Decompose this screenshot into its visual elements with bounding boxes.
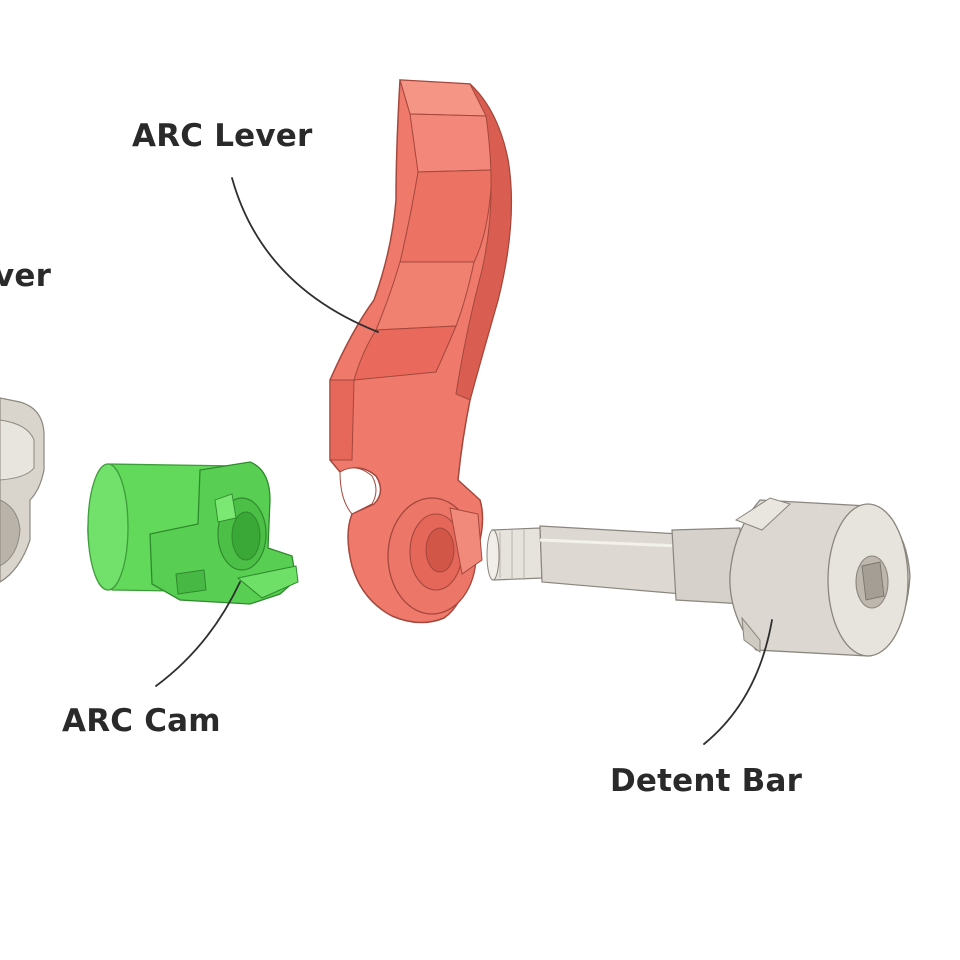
arc-lever-part <box>329 79 513 624</box>
detent-bar-leader-line <box>703 619 773 745</box>
arc-lever-leader-line <box>231 177 379 333</box>
detent-bar-part <box>486 497 911 657</box>
arc-cam-leader-line <box>155 581 241 687</box>
arc-cam-part <box>87 461 299 605</box>
partial-lever-label: ver <box>0 258 52 294</box>
left-partial-part <box>0 397 45 583</box>
arc-cam-label: ARC Cam <box>62 703 221 739</box>
arc-lever-label: ARC Lever <box>132 118 313 154</box>
detent-bar-label: Detent Bar <box>610 763 803 799</box>
